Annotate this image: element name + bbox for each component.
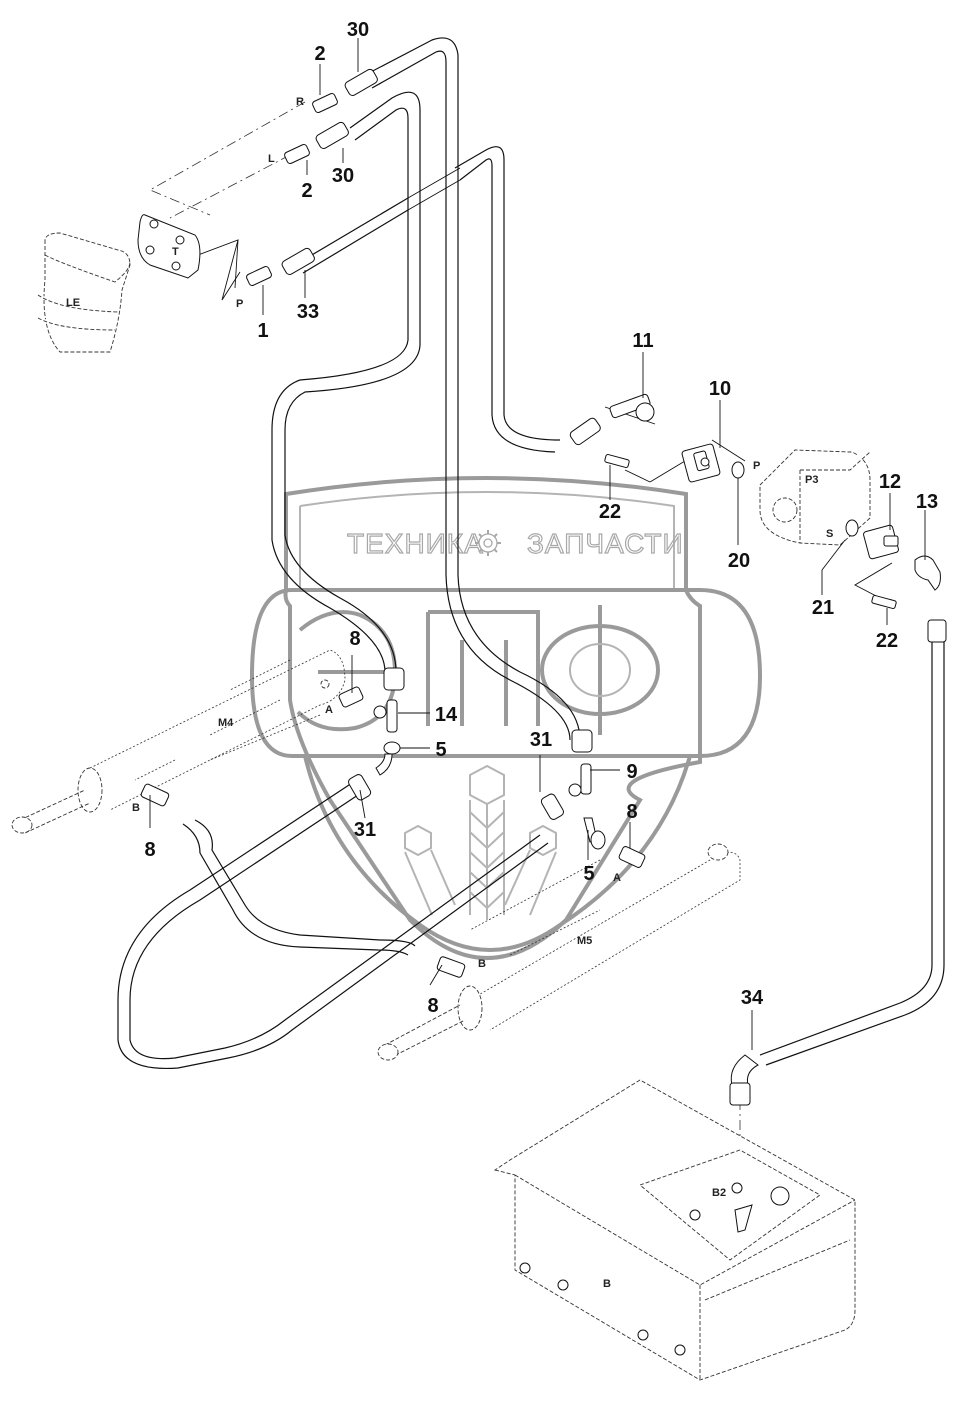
hydraulic-tank bbox=[493, 1079, 856, 1381]
callout-11: 11 bbox=[632, 330, 653, 352]
port-label-p: P bbox=[236, 298, 243, 310]
cylinder-m5 bbox=[377, 843, 741, 1061]
o-ring-20 bbox=[731, 461, 745, 479]
callout-1: 1 bbox=[257, 320, 268, 342]
flange-10 bbox=[681, 443, 721, 483]
callout-2: 2 bbox=[314, 43, 325, 65]
hose-31-nut-left bbox=[348, 774, 372, 801]
port-label-r: R bbox=[296, 96, 304, 108]
bolt-22-lower bbox=[871, 594, 897, 610]
elbow-13 bbox=[914, 555, 941, 591]
hose-31-left bbox=[129, 794, 541, 1060]
watermark-shield bbox=[283, 476, 702, 960]
callout-8: 8 bbox=[349, 628, 360, 650]
port-label-p3: P3 bbox=[805, 474, 818, 486]
callout-5: 5 bbox=[583, 863, 594, 885]
watermark-wheat-icon bbox=[404, 764, 557, 920]
callout-12: 12 bbox=[879, 471, 901, 493]
callout-34: 34 bbox=[741, 987, 764, 1009]
watermark-right-text: ЗАПЧАСТИ bbox=[527, 528, 684, 559]
gear-icon bbox=[475, 530, 501, 556]
callout-30: 30 bbox=[347, 19, 369, 41]
elbow-hose-end bbox=[569, 417, 601, 446]
callout-14: 14 bbox=[435, 704, 458, 726]
callout-13: 13 bbox=[916, 491, 938, 513]
callout-9: 9 bbox=[626, 761, 637, 783]
callout-31: 31 bbox=[530, 729, 552, 751]
hose-nut-9 bbox=[571, 729, 593, 753]
port-label-m4-a: A bbox=[325, 704, 333, 716]
port-label-tank-b: B bbox=[603, 1278, 611, 1290]
hose-33 bbox=[299, 146, 561, 441]
callout-30: 30 bbox=[332, 165, 354, 187]
callout-31: 31 bbox=[354, 819, 376, 841]
steering-unit-le bbox=[37, 232, 131, 353]
callout-20: 20 bbox=[728, 550, 750, 572]
adapter-8-m5-a bbox=[618, 846, 646, 868]
callouts: 30 2 2 30 33 1 11 10 22 20 12 13 21 22 8… bbox=[144, 19, 938, 1017]
flange-12 bbox=[863, 524, 899, 560]
hose-30-upper bbox=[364, 37, 581, 741]
adapter-2-l bbox=[284, 143, 310, 165]
port-label-pump-p: P bbox=[753, 460, 760, 472]
steering-flange bbox=[137, 214, 201, 279]
callout-8: 8 bbox=[427, 995, 438, 1017]
tee-11 bbox=[609, 393, 655, 422]
callout-22: 22 bbox=[876, 630, 898, 652]
elbow-34 bbox=[729, 1054, 759, 1106]
port-label-le: LE bbox=[66, 297, 80, 309]
adapter-8-m4-a bbox=[320, 679, 364, 708]
hoses bbox=[117, 37, 945, 1070]
port-label-m4-b: B bbox=[132, 802, 140, 814]
port-labels: R L T P LE P P3 S M4 A B M5 A B B2 B bbox=[66, 96, 833, 1290]
adapter-8-m5-b bbox=[436, 956, 466, 978]
hose-m4b-m5b bbox=[194, 819, 416, 947]
callout-33: 33 bbox=[297, 301, 319, 323]
callout-21: 21 bbox=[812, 597, 834, 619]
nut-30-upper bbox=[344, 68, 378, 96]
port-label-l: L bbox=[268, 153, 275, 165]
cylinder-m4 bbox=[11, 649, 346, 834]
port-label-m5-a: A bbox=[613, 872, 621, 884]
watermark-left-text: ТЕХНИКА bbox=[347, 528, 484, 559]
adapter-1 bbox=[246, 265, 272, 287]
hose-34 bbox=[759, 640, 933, 1056]
watermark-shield-lower bbox=[302, 754, 693, 952]
port-label-t: T bbox=[172, 246, 179, 258]
port-label-m4: M4 bbox=[218, 717, 234, 729]
callout-10: 10 bbox=[709, 378, 731, 400]
callout-leaders bbox=[149, 38, 926, 1050]
callout-22: 22 bbox=[599, 501, 621, 523]
watermark-ring bbox=[249, 588, 763, 758]
nut-33 bbox=[281, 247, 315, 275]
assembly-lines bbox=[134, 101, 893, 1175]
bolt-22-upper bbox=[604, 453, 630, 469]
nut-30-lower bbox=[315, 121, 349, 149]
adapter-8-m4-b bbox=[140, 783, 170, 807]
callout-5: 5 bbox=[435, 739, 446, 761]
callout-8: 8 bbox=[144, 839, 155, 861]
hose-31-nut-right bbox=[540, 793, 564, 820]
elbow-5-upper bbox=[375, 741, 401, 776]
adapter-2-r bbox=[312, 92, 338, 114]
port-label-b2: B2 bbox=[712, 1187, 726, 1199]
tee-14 bbox=[373, 699, 398, 733]
tee-9 bbox=[568, 763, 592, 797]
port-label-m5-b: B bbox=[478, 958, 486, 970]
hose-30-lower bbox=[284, 91, 421, 673]
callout-2: 2 bbox=[301, 180, 312, 202]
callout-8: 8 bbox=[626, 801, 637, 823]
port-label-s: S bbox=[826, 528, 833, 540]
o-ring-21 bbox=[845, 519, 859, 537]
hose-34-nut bbox=[927, 619, 947, 643]
port-label-m5: M5 bbox=[577, 935, 592, 947]
elbow-5-lower bbox=[583, 817, 606, 850]
hydraulic-pump-p3 bbox=[759, 449, 871, 546]
watermark: ТЕХНИКА ЗАПЧАСТИ bbox=[249, 476, 763, 960]
hose-nut-14 bbox=[383, 667, 405, 691]
